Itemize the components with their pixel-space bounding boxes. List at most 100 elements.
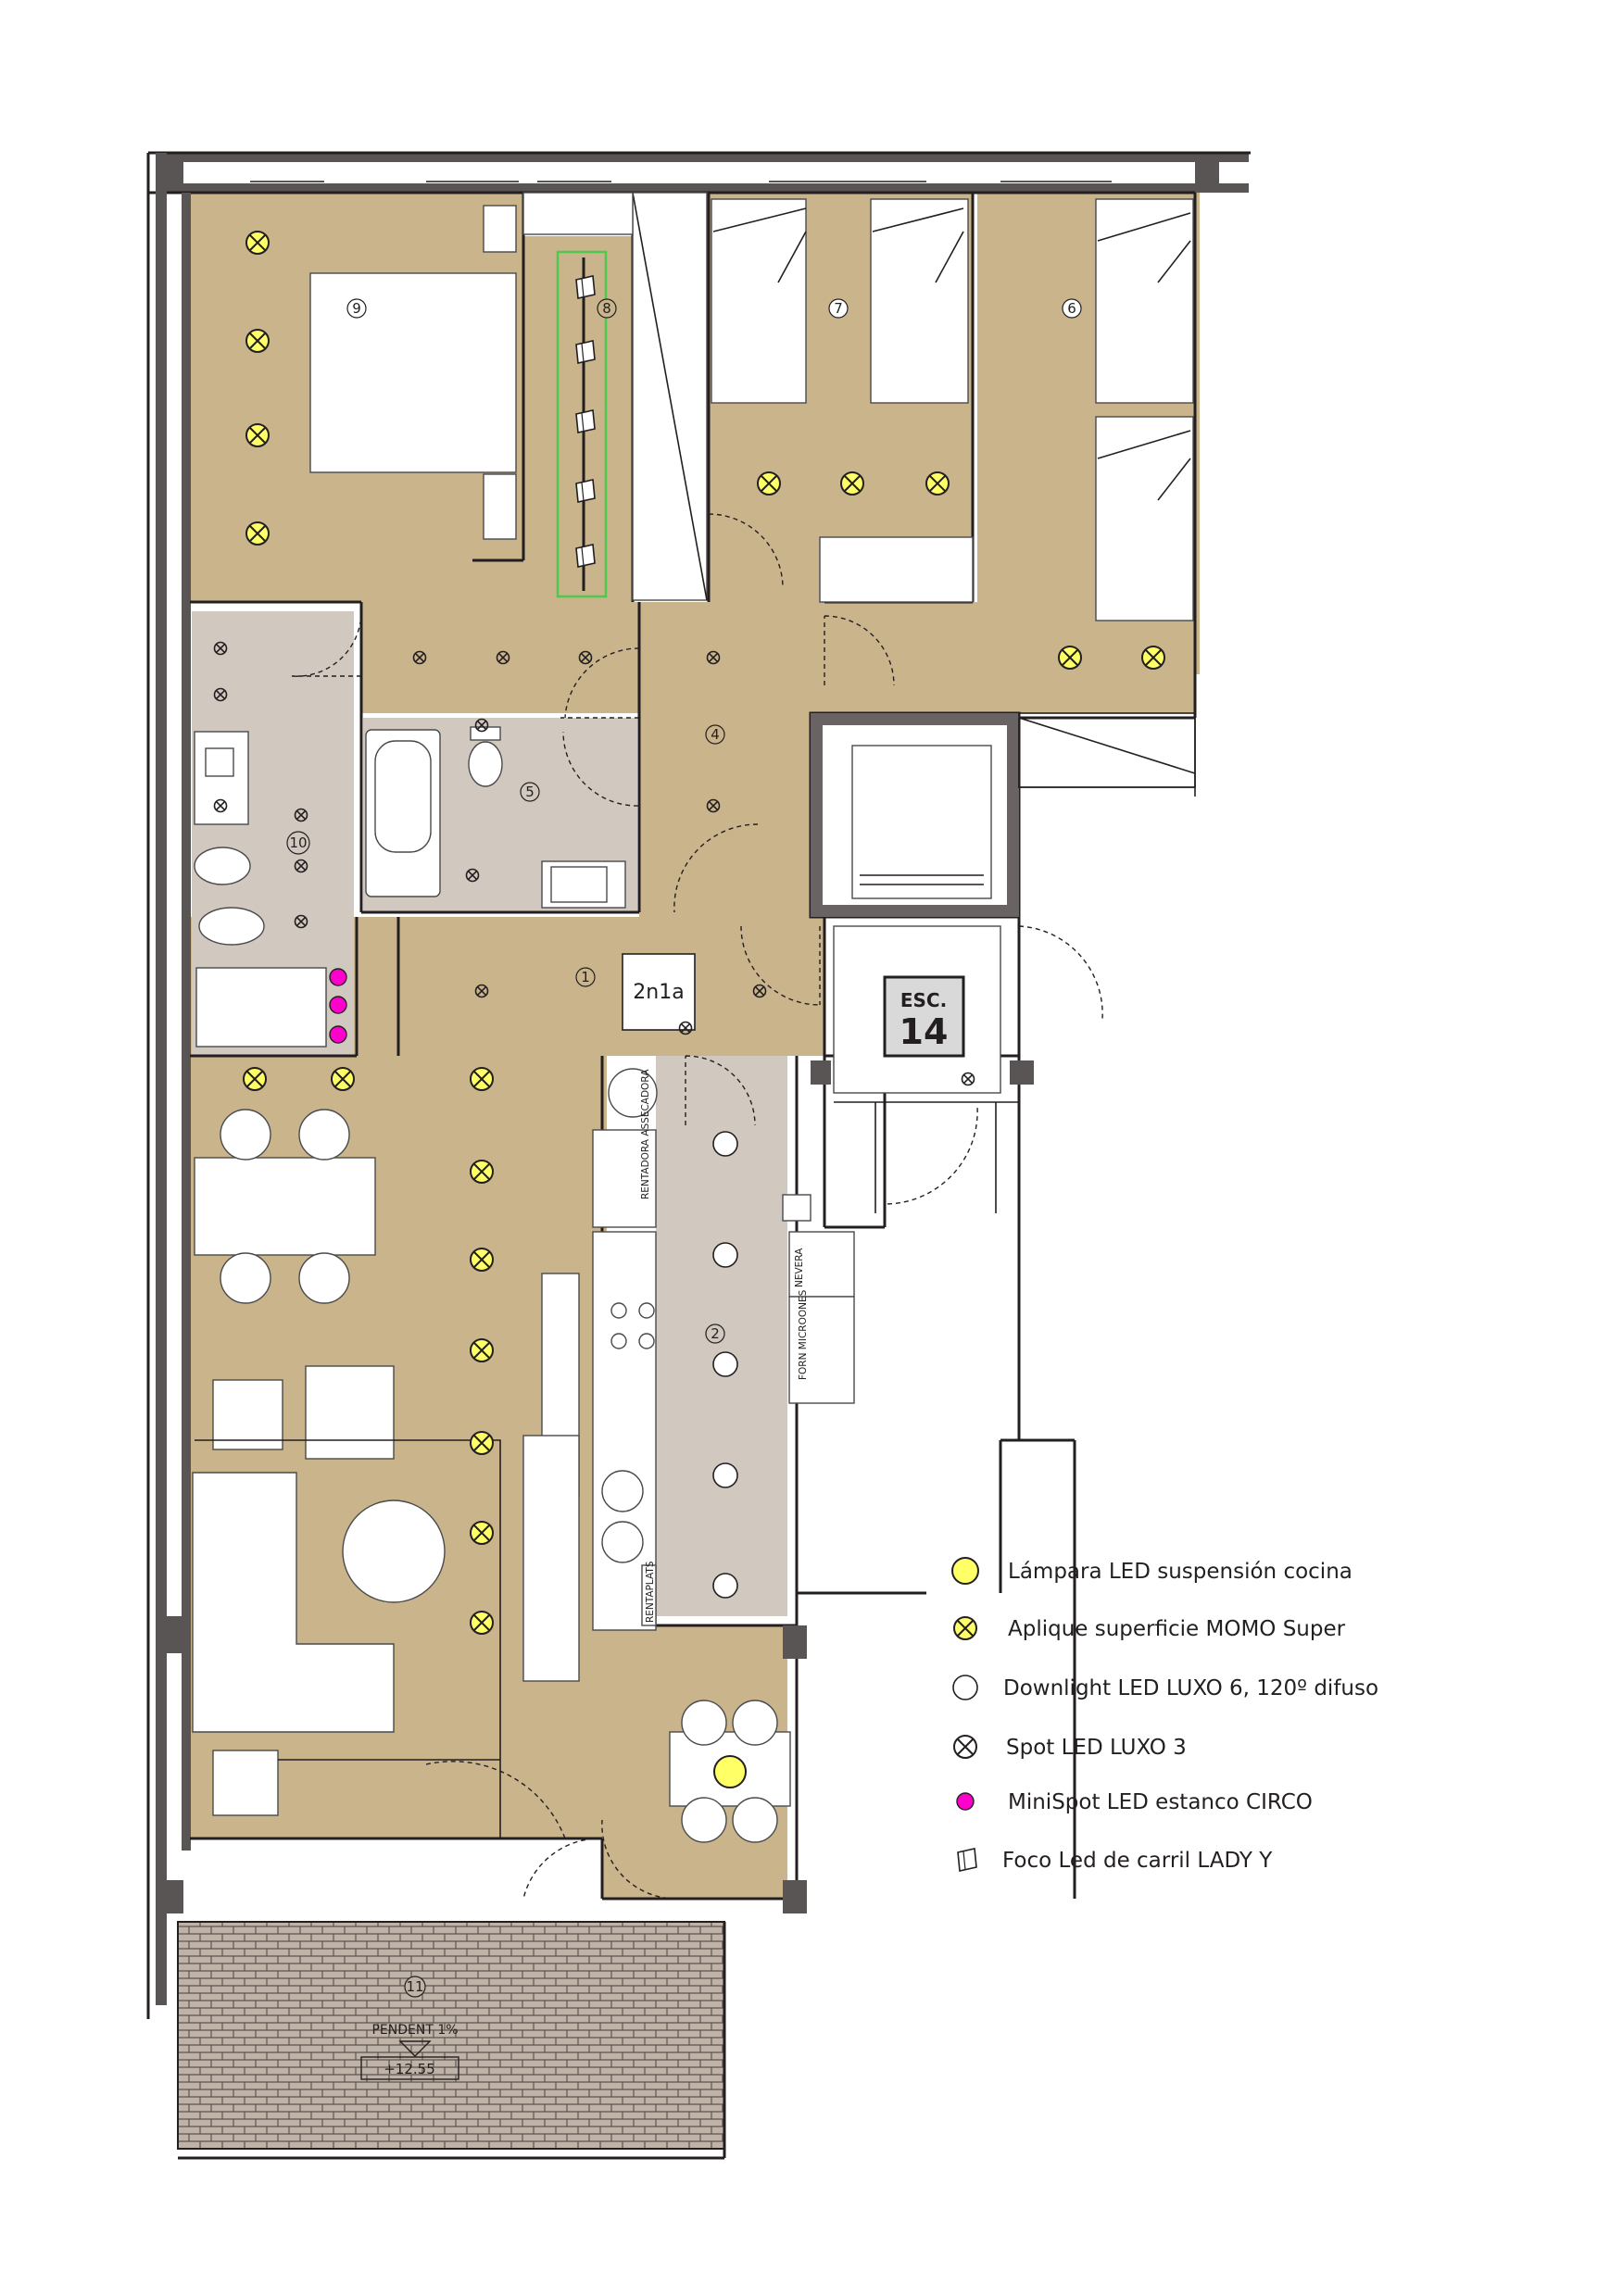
dining-table [194, 1157, 376, 1256]
room-number-7: 7 [828, 298, 849, 319]
svg-text:7: 7 [834, 300, 843, 317]
track-spot-symbol [575, 479, 596, 503]
wall-light-symbol [243, 1067, 267, 1091]
downlight-symbol [712, 1351, 738, 1377]
svg-text:4: 4 [711, 726, 720, 743]
terrace-level: PENDENT 1% +12.55 [360, 2023, 459, 2080]
wall-light-symbol [757, 471, 781, 496]
side-table [212, 1750, 279, 1816]
track-spot-symbol [575, 340, 596, 364]
armchair [212, 1379, 283, 1450]
double-bed [309, 272, 517, 473]
furniture [192, 192, 1196, 1900]
single-bed [1095, 198, 1194, 404]
svg-text:1: 1 [581, 969, 590, 985]
chair [681, 1700, 727, 1746]
wall-light-symbol [470, 1160, 494, 1184]
bidet [198, 907, 265, 946]
room-number-1: 1 [575, 967, 596, 987]
single-bed [870, 198, 969, 404]
svg-text:PENDENT 1%: PENDENT 1% [371, 2023, 458, 2038]
downlight-symbol [712, 1242, 738, 1268]
minispot-symbol [329, 996, 347, 1014]
svg-text:2n1a: 2n1a [633, 981, 684, 1004]
nightstand [483, 205, 517, 253]
room-labels: 9 8 7 6 4 5 10 1 2 11 2n1a ESC. 14 RENTA… [286, 298, 1082, 2080]
svg-text:Downlight LED LUXO 6, 120º dif: Downlight LED LUXO 6, 120º difuso [1003, 1676, 1378, 1700]
legend-item-track-spot: Foco Led de carril LADY Y [957, 1848, 1273, 1873]
washer-dryer [592, 1129, 657, 1228]
chair [681, 1797, 727, 1843]
wall-light-symbol [1141, 646, 1165, 670]
room-number-4: 4 [705, 724, 725, 745]
room-number-11: 11 [404, 1976, 426, 1998]
legend-item-downlight: Downlight LED LUXO 6, 120º difuso [952, 1675, 1378, 1700]
room-number-2: 2 [705, 1324, 725, 1344]
room-number-8: 8 [597, 298, 617, 319]
svg-text:+12.55: +12.55 [384, 2061, 435, 2077]
washer-dryer-label: RENTADORA ASSECADORA [640, 1069, 651, 1199]
sink [601, 1470, 644, 1512]
wall-light-symbol [470, 1521, 494, 1545]
wall-light-symbol [245, 423, 270, 447]
toilet [194, 847, 251, 885]
downlight-symbol [712, 1462, 738, 1488]
dishwasher [641, 1564, 657, 1626]
wall-light-symbol [245, 329, 270, 353]
track-spot-symbol [575, 409, 596, 433]
svg-text:Foco Led de carril LADY Y: Foco Led de carril LADY Y [1002, 1849, 1273, 1873]
wall-light-symbol [245, 231, 270, 255]
fridge [788, 1231, 855, 1298]
wall-light-symbol [331, 1067, 355, 1091]
room-number-5: 5 [520, 782, 540, 802]
room-number-10: 10 [286, 831, 310, 855]
washer-drum [608, 1068, 658, 1118]
legend-item-spot: Spot LED LUXO 3 [953, 1735, 1187, 1760]
svg-text:MiniSpot LED estanco CIRCO: MiniSpot LED estanco CIRCO [1008, 1790, 1313, 1814]
chair [220, 1109, 271, 1161]
coffee-table [342, 1499, 446, 1603]
wall-light-symbol [470, 1248, 494, 1272]
downlight-symbol [712, 1131, 738, 1157]
wall-light-symbol [470, 1611, 494, 1635]
chair [298, 1252, 350, 1304]
unit-label: 2n1a [622, 953, 696, 1031]
chair [298, 1109, 350, 1161]
washbasin [194, 731, 249, 825]
svg-text:6: 6 [1067, 300, 1076, 317]
legend-item-kitchen-pendant: Lámpara LED suspensión cocina [951, 1557, 1352, 1585]
legend-item-wall-light: Aplique superficie MOMO Super [953, 1616, 1346, 1641]
lighting-legend: Lámpara LED suspensión cocina Aplique su… [951, 1557, 1378, 1873]
svg-text:2: 2 [711, 1325, 720, 1342]
svg-text:Aplique superficie MOMO Super: Aplique superficie MOMO Super [1008, 1617, 1346, 1641]
svg-text:Lámpara LED suspensión cocina: Lámpara LED suspensión cocina [1008, 1560, 1352, 1584]
elevator-cabin [851, 745, 992, 899]
toilet [468, 741, 503, 787]
sink [601, 1521, 644, 1563]
chair [220, 1252, 271, 1304]
legend-item-minispot: MiniSpot LED estanco CIRCO [956, 1790, 1313, 1814]
dishwasher-label: RENTAPLATS [645, 1561, 656, 1623]
wall-light-symbol [470, 1338, 494, 1362]
kitchen-counter [592, 1231, 657, 1631]
track-spot-symbol [575, 275, 596, 299]
wall-light-symbol [470, 1431, 494, 1455]
chair [732, 1700, 778, 1746]
wall-light-symbol [1058, 646, 1082, 670]
nightstand [483, 473, 517, 540]
oven-label: FORN MICROONES [798, 1289, 809, 1380]
svg-text:11: 11 [406, 1978, 423, 1995]
shower-tray [195, 967, 327, 1048]
wall-light-symbol [470, 1067, 494, 1091]
track-spot-symbol [575, 544, 596, 568]
svg-text:14: 14 [900, 1011, 949, 1052]
svg-text:10: 10 [289, 834, 307, 851]
armchair [305, 1365, 395, 1460]
wall-light-symbol [840, 471, 864, 496]
svg-text:9: 9 [352, 300, 361, 317]
svg-text:Spot LED LUXO 3: Spot LED LUXO 3 [1006, 1736, 1187, 1760]
fridge-label: NEVERA [794, 1248, 805, 1287]
single-bed [1095, 416, 1194, 621]
room-number-6: 6 [1062, 298, 1082, 319]
oven-microwave [788, 1296, 855, 1404]
